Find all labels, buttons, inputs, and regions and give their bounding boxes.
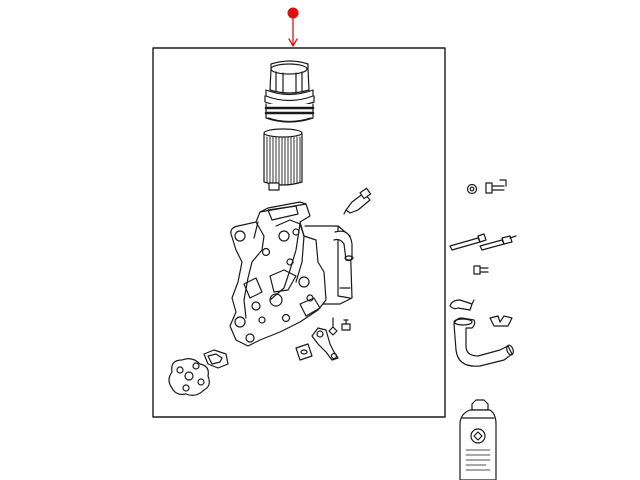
callout-marker[interactable] [287, 7, 299, 47]
stud[interactable] [328, 317, 338, 336]
hose-clamp[interactable] [489, 315, 513, 327]
hose-clamp[interactable] [449, 299, 475, 311]
bolt[interactable] [473, 265, 489, 275]
hose-clamp[interactable] [311, 327, 339, 361]
bolt[interactable] [485, 179, 507, 194]
oil-pressure-sensor[interactable] [343, 187, 372, 215]
coolant-bottle[interactable] [459, 399, 497, 480]
oil-filter-adapter-housing[interactable] [229, 201, 327, 347]
coolant-hose[interactable] [453, 317, 515, 367]
stud[interactable] [479, 235, 517, 251]
drain-plug[interactable] [341, 319, 351, 331]
oil-filter-element[interactable] [263, 128, 303, 191]
assembly-frame [152, 47, 446, 418]
washer[interactable] [466, 183, 478, 195]
stud[interactable] [449, 233, 487, 251]
coolant-hose-fitting[interactable] [333, 230, 354, 262]
housing-gasket[interactable] [203, 349, 229, 369]
housing-gasket[interactable] [168, 358, 210, 396]
oil-filter-housing-cap[interactable] [264, 60, 315, 123]
cooler-gasket[interactable] [295, 343, 313, 361]
